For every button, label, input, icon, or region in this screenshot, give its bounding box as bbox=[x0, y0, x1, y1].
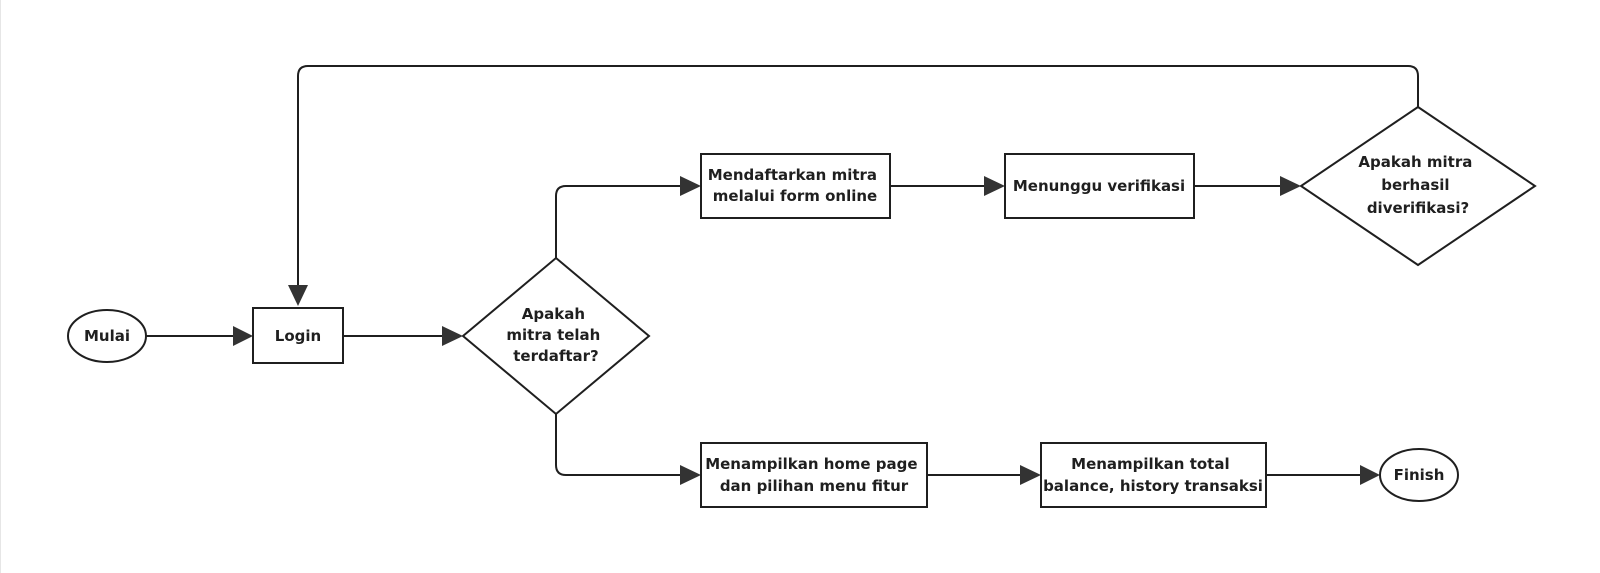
show-home-page-process: Menampilkan home page dan pilihan menu f… bbox=[700, 442, 928, 508]
start-label: Mulai bbox=[84, 327, 130, 345]
arrowhead-check-registered-register bbox=[680, 176, 701, 196]
start-terminator: Mulai bbox=[67, 309, 147, 363]
show-balance-process: Menampilkan total balance, history trans… bbox=[1040, 442, 1267, 508]
is-partner-verified-label: Apakah mitra berhasil diverifikasi? bbox=[1358, 153, 1477, 217]
canvas-left-border bbox=[0, 0, 1, 573]
is-partner-verified-decision: Apakah mitra berhasil diverifikasi? bbox=[1299, 105, 1537, 267]
arrowhead-start-login bbox=[233, 326, 253, 346]
register-partner-process: Mendaftarkan mitra melalui form online bbox=[700, 153, 891, 219]
arrowhead-home-balance bbox=[1020, 465, 1041, 485]
wait-verification-label: Menunggu verifikasi bbox=[1013, 177, 1185, 195]
show-home-page-label: Menampilkan home page dan pilihan menu f… bbox=[705, 455, 923, 495]
arrowhead-check-registered-home bbox=[680, 465, 701, 485]
arrowhead-wait-verify-check-verified bbox=[1280, 176, 1301, 196]
connectors bbox=[146, 65, 1419, 485]
arrowhead-check-verified-login bbox=[288, 285, 308, 306]
arrowhead-register-wait-verify bbox=[984, 176, 1005, 196]
is-partner-registered-decision: Apakah mitra telah terdaftar? bbox=[461, 256, 651, 416]
is-partner-registered-label: Apakah mitra telah terdaftar? bbox=[506, 305, 605, 365]
wait-verification-process: Menunggu verifikasi bbox=[1004, 153, 1195, 219]
arrowhead-balance-finish bbox=[1360, 465, 1380, 485]
login-label: Login bbox=[275, 327, 321, 345]
login-process: Login bbox=[252, 307, 344, 364]
edge-check-registered-home bbox=[555, 414, 682, 476]
arrowhead-login-check-registered bbox=[442, 326, 463, 346]
finish-terminator: Finish bbox=[1379, 448, 1459, 502]
edge-check-verified-login bbox=[297, 65, 1419, 286]
edge-check-registered-register bbox=[555, 185, 682, 258]
finish-label: Finish bbox=[1394, 466, 1445, 484]
register-partner-label: Mendaftarkan mitra melalui form online bbox=[708, 166, 883, 205]
show-balance-label: Menampilkan total balance, history trans… bbox=[1043, 455, 1263, 495]
